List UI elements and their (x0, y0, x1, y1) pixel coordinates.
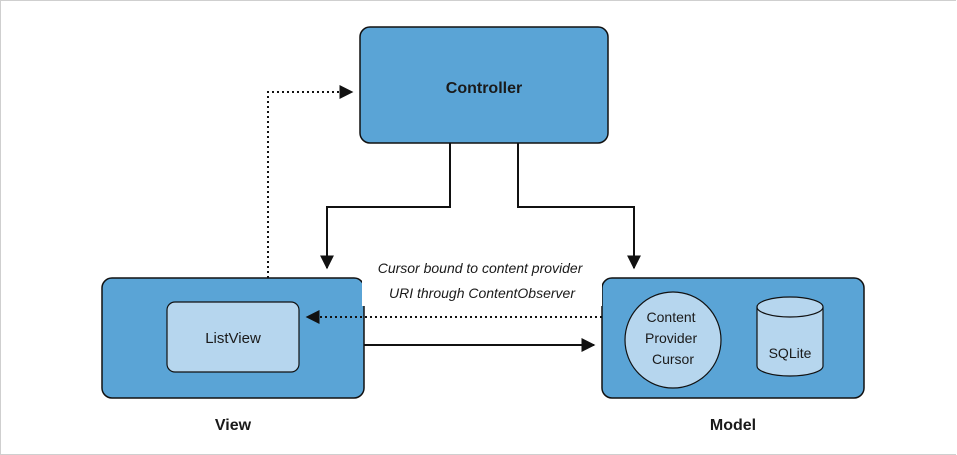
annotation-text: Cursor bound to content provider URI thr… (378, 260, 587, 301)
content-provider-cursor-circle (624, 291, 722, 389)
controller-label: Controller (446, 80, 522, 97)
controller-to-view-arrow (320, 143, 451, 270)
view-to-controller-dotted-arrow (267, 85, 354, 278)
annotation-line-2: URI through ContentObserver (389, 285, 576, 301)
controller-to-model-arrow (517, 143, 641, 270)
listview-label: ListView (205, 330, 261, 347)
controller-box (359, 26, 609, 144)
listview-box (166, 301, 300, 373)
content-provider-cursor-label: Content Provider Cursor (645, 309, 701, 367)
view-label: View (215, 417, 252, 434)
annotation-background (362, 254, 602, 306)
cpc-line-1: Content (647, 309, 696, 325)
cpc-line-3: Cursor (652, 351, 694, 367)
cpc-line-2: Provider (645, 330, 697, 346)
sqlite-label: SQLite (769, 345, 812, 361)
sqlite-database-icon (756, 296, 824, 377)
model-label: Model (710, 417, 756, 434)
annotation-line-1: Cursor bound to content provider (378, 260, 584, 276)
